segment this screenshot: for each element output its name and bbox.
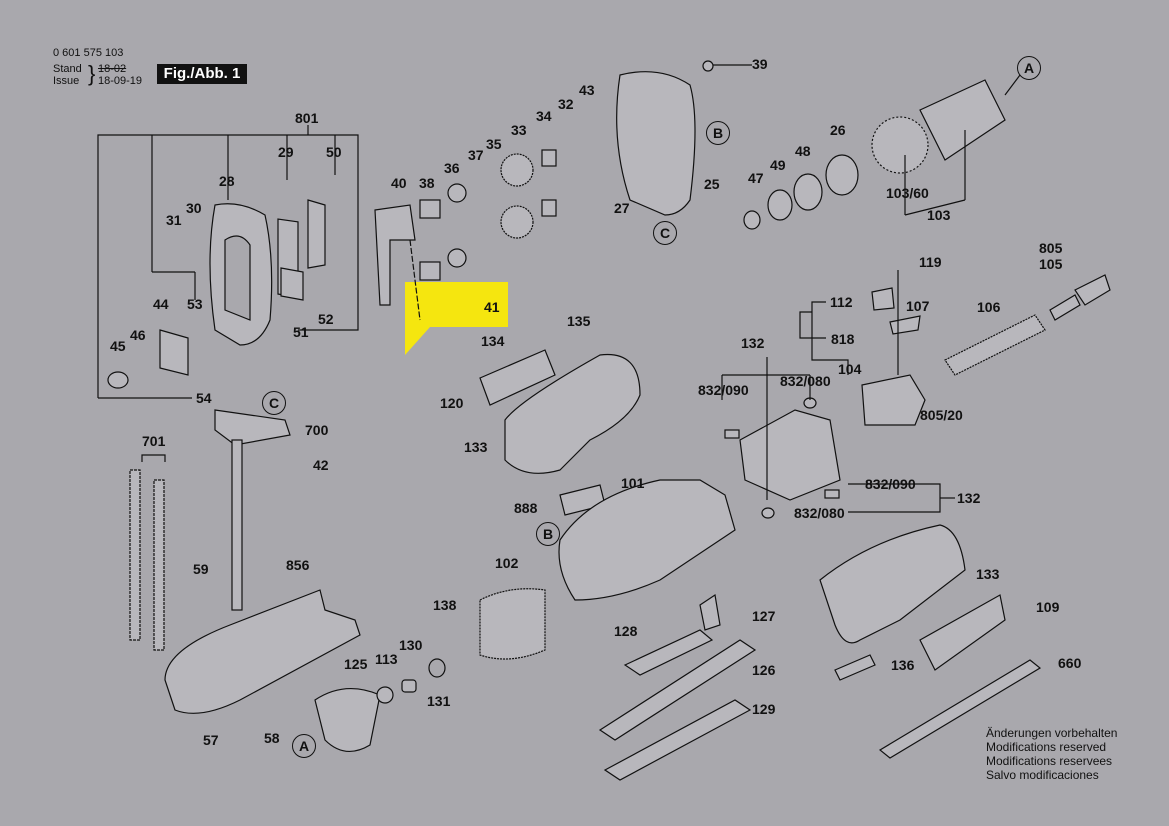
label-27: 27 [614, 200, 630, 216]
label-832-080-top: 832/080 [780, 373, 831, 389]
label-112: 112 [830, 294, 853, 310]
issue-date: 18-09-19 [98, 75, 143, 87]
label-107: 107 [906, 298, 930, 314]
label-53: 53 [187, 296, 203, 312]
label-801: 801 [295, 110, 319, 126]
note-en: Modifications reserved [986, 740, 1107, 754]
label-818: 818 [831, 331, 855, 347]
label-102: 102 [495, 555, 519, 571]
label-26: 26 [830, 122, 846, 138]
label-660: 660 [1058, 655, 1082, 671]
label-52: 52 [318, 311, 334, 327]
ref-marker-c-bottom: C [262, 391, 286, 415]
label-103-60: 103/60 [886, 185, 929, 201]
label-45: 45 [110, 338, 126, 354]
label-113: 113 [375, 651, 398, 667]
brace: } [88, 61, 96, 86]
label-28: 28 [219, 173, 235, 189]
label-132-bottom: 132 [957, 490, 981, 506]
part-number: 0 601 575 103 [53, 47, 124, 59]
label-138: 138 [433, 597, 457, 613]
ref-marker-c-top: C [653, 221, 677, 245]
label-47: 47 [748, 170, 764, 186]
label-29: 29 [278, 144, 294, 160]
label-32: 32 [558, 96, 574, 112]
label-103: 103 [927, 207, 951, 223]
label-30: 30 [186, 200, 202, 216]
label-46: 46 [130, 327, 146, 343]
label-31: 31 [166, 212, 182, 228]
label-48: 48 [795, 143, 811, 159]
label-41[interactable]: 41 [484, 299, 500, 315]
label-805: 805 [1039, 240, 1063, 256]
label-104: 104 [838, 361, 862, 377]
figure-label: Fig./Abb. 1 [157, 64, 247, 84]
label-133-right: 133 [976, 566, 1000, 582]
label-25: 25 [704, 176, 720, 192]
old-date: 18-02 [98, 63, 127, 75]
label-132-top: 132 [741, 335, 765, 351]
note-de: Änderungen vorbehalten [986, 726, 1118, 740]
label-33: 33 [511, 122, 527, 138]
label-129: 129 [752, 701, 776, 717]
label-57: 57 [203, 732, 219, 748]
modifications-notice: Änderungen vorbehalten Modifications res… [986, 726, 1117, 782]
label-50: 50 [326, 144, 342, 160]
label-35: 35 [486, 136, 502, 152]
label-856: 856 [286, 557, 310, 573]
issue-label: Issue [53, 75, 80, 87]
label-34: 34 [536, 108, 552, 124]
label-700: 700 [305, 422, 329, 438]
label-38: 38 [419, 175, 435, 191]
label-136: 136 [891, 657, 915, 673]
label-44: 44 [153, 296, 169, 312]
label-832-090-bottom: 832/090 [865, 476, 916, 492]
label-120: 120 [440, 395, 464, 411]
ref-marker-a-bottom: A [292, 734, 316, 758]
label-126: 126 [752, 662, 776, 678]
label-51: 51 [293, 324, 309, 340]
label-36: 36 [444, 160, 460, 176]
label-49: 49 [770, 157, 786, 173]
label-40: 40 [391, 175, 407, 191]
label-105: 105 [1039, 256, 1063, 272]
note-fr: Modifications reservees [986, 754, 1113, 768]
label-42: 42 [313, 457, 329, 473]
label-134: 134 [481, 333, 505, 349]
label-109: 109 [1036, 599, 1060, 615]
label-832-090-top: 832/090 [698, 382, 749, 398]
note-es: Salvo modificaciones [986, 768, 1099, 782]
label-135: 135 [567, 313, 591, 329]
label-106: 106 [977, 299, 1001, 315]
label-131: 131 [427, 693, 451, 709]
ref-marker-b-bottom: B [536, 522, 560, 546]
label-59: 59 [193, 561, 209, 577]
label-888: 888 [514, 500, 538, 516]
label-133-left: 133 [464, 439, 488, 455]
label-832-080-bottom: 832/080 [794, 505, 845, 521]
label-119: 119 [919, 254, 942, 270]
label-101: 101 [621, 475, 645, 491]
stand-label: Stand [53, 63, 82, 75]
label-58: 58 [264, 730, 280, 746]
label-127: 127 [752, 608, 776, 624]
label-125: 125 [344, 656, 368, 672]
ref-marker-b-top: B [706, 121, 730, 145]
label-39: 39 [752, 56, 768, 72]
label-128: 128 [614, 623, 638, 639]
ref-marker-a-top: A [1017, 56, 1041, 80]
label-37: 37 [468, 147, 484, 163]
label-805-20: 805/20 [920, 407, 963, 423]
label-43: 43 [579, 82, 595, 98]
label-701: 701 [142, 433, 166, 449]
label-130: 130 [399, 637, 423, 653]
label-54: 54 [196, 390, 212, 406]
